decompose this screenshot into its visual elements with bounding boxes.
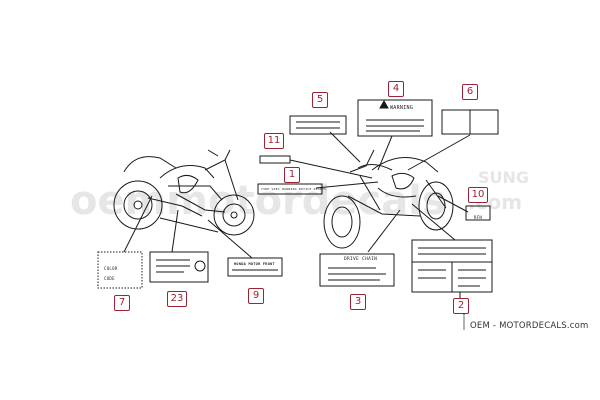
honda-label-text: HONDA MOTOR FRONT	[234, 262, 275, 266]
warning-triangle-icon	[379, 99, 389, 109]
callout-7: 7	[114, 295, 130, 311]
decal-shapes	[97, 99, 499, 293]
callout-23: 23	[167, 291, 187, 307]
color-label-line1: COLOR	[104, 266, 118, 271]
callout-3: 3	[350, 294, 366, 310]
background-watermark-top: SUNG	[478, 168, 530, 187]
callout-2: 2	[453, 298, 469, 314]
callout-6: 6	[462, 84, 478, 100]
leader-lines	[123, 131, 471, 300]
brand-watermark: OEM - MOTORDECALS.com	[470, 321, 589, 331]
callout-11: 11	[264, 133, 284, 149]
callout-4: 4	[388, 81, 404, 97]
warning-label-text: WARNING	[390, 105, 414, 111]
callout-9: 9	[248, 288, 264, 304]
callout-1: 1	[284, 167, 300, 183]
callout-5: 5	[312, 92, 328, 108]
callout-10: 10	[468, 187, 488, 203]
label-1-text: TIRE SPEC WARNING NOTICE RESETS	[261, 187, 327, 191]
motorcycle-right-illustration	[323, 149, 454, 249]
drive-chain-label-text: DRIVE CHAIN	[344, 257, 378, 262]
label-10-text: RFN	[474, 215, 483, 220]
motorcycle-left-illustration	[113, 149, 255, 236]
color-label-line2: CODE	[104, 276, 115, 281]
